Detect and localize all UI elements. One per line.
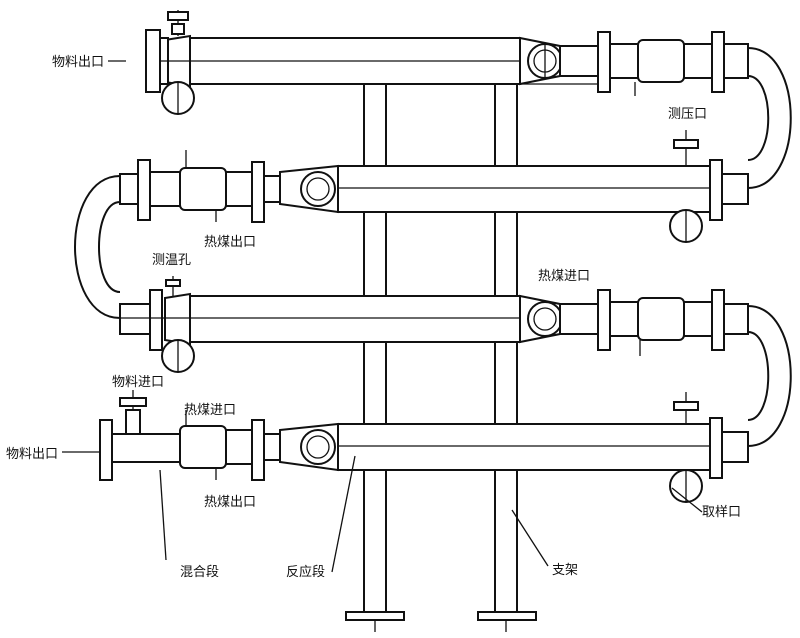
leader-lines xyxy=(159,455,703,573)
label-heat-medium-inlet-2: 热煤进口 xyxy=(184,403,237,418)
label-temp-hole: 测温孔 xyxy=(152,253,192,268)
label-material-inlet: 物料进口 xyxy=(112,375,165,390)
row-4-pipe xyxy=(62,390,749,503)
label-support: 支架 xyxy=(552,563,579,578)
label-heat-medium-outlet-1: 热煤出口 xyxy=(204,235,257,250)
label-heat-medium-outlet-2: 热煤出口 xyxy=(204,495,257,510)
row-2-pipe xyxy=(119,130,749,243)
label-material-outlet-bottom: 物料出口 xyxy=(6,447,59,462)
label-reaction-section: 反应段 xyxy=(286,565,326,580)
row-3-pipe xyxy=(119,276,749,373)
label-mixing-section: 混合段 xyxy=(180,565,220,580)
label-pressure-port: 测压口 xyxy=(668,107,708,122)
support-frame xyxy=(158,57,600,632)
label-sampling-port: 取样口 xyxy=(702,505,742,520)
label-heat-medium-inlet-1: 热煤进口 xyxy=(538,269,591,284)
row-1-pipe xyxy=(108,10,749,115)
label-material-outlet-top: 物料出口 xyxy=(52,55,105,70)
